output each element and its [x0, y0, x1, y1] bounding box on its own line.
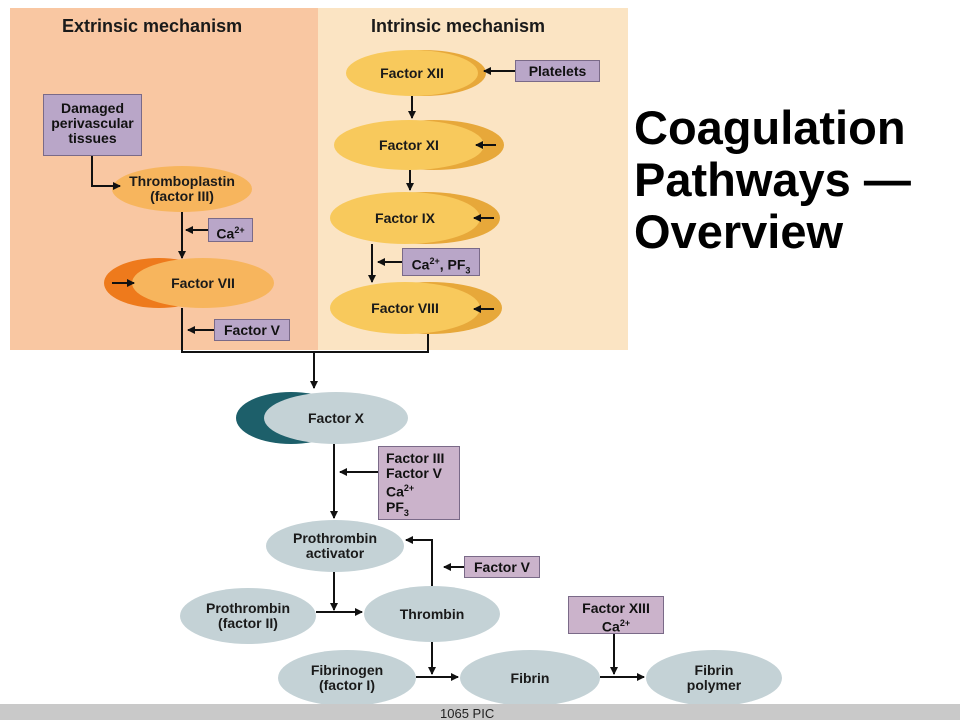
thrombin-oval: Thrombin [364, 586, 500, 642]
fibrinogen-line-1: Fibrinogen [310, 662, 384, 678]
cofactor-calcium: Ca [386, 483, 404, 500]
extrinsic-heading: Extrinsic mechanism [62, 16, 243, 36]
cofactor-ca: Ca [411, 256, 430, 273]
cofactor-ca-sup: 2+ [429, 256, 440, 266]
factor-xiii-label: Factor XIII [582, 600, 650, 616]
cofactor-pf-sub: 3 [465, 265, 471, 276]
title-line-2: Pathways — [634, 153, 911, 206]
factor-xii-oval: Factor XII [346, 50, 478, 96]
fibrin-polymer-line-2: polymer [686, 677, 742, 693]
prothrombin-line-1: Prothrombin [206, 600, 290, 616]
page-title: Coagulation Pathways — Overview [634, 102, 911, 258]
prothrombin-oval: Prothrombin (factor II) [180, 588, 316, 644]
damaged-line-1: Damaged [60, 100, 125, 116]
factor-v-box-extrinsic: Factor V [214, 319, 290, 341]
line-intrinsic-to-join [314, 334, 429, 353]
damaged-line-2: perivascular [51, 115, 134, 131]
platelets-box: Platelets [515, 60, 600, 82]
title-line-3: Overview [634, 205, 844, 258]
factor-viii-label: Factor VIII [371, 299, 439, 316]
factor-xiii-calcium-sup: 2+ [619, 618, 631, 628]
footer-label: 1065 PIC [440, 706, 495, 720]
calcium-box-extrinsic: Ca2+ [208, 218, 253, 242]
factor-x-label: Factor X [307, 409, 364, 426]
factor-vii-label: Factor VII [171, 274, 235, 291]
prothrombin-activator-line-2: activator [305, 545, 365, 561]
footer-bar [0, 704, 960, 720]
title-line-1: Coagulation [634, 101, 906, 154]
thromboplastin-oval: Thromboplastin (factor III) [112, 166, 252, 212]
thromboplastin-line-2: (factor III) [150, 188, 214, 204]
thrombin-label: Thrombin [399, 605, 465, 622]
factor-v-label-extrinsic: Factor V [223, 322, 280, 338]
line-extrinsic-to-join [181, 308, 314, 353]
intrinsic-heading: Intrinsic mechanism [371, 16, 546, 36]
factor-xiii-box: Factor XIII Ca2+ [568, 596, 664, 634]
factor-xiii-calcium: Ca [601, 618, 620, 635]
calcium-label: Ca [216, 225, 235, 242]
arrow-damaged-to-thromboplastin [91, 156, 121, 190]
fibrin-label: Fibrin [510, 669, 550, 686]
prothrombin-activator-oval: Prothrombin activator [266, 520, 404, 572]
factor-xii-label: Factor XII [380, 64, 444, 81]
cofactor-factor-iii: Factor III [386, 450, 445, 466]
cofactor-box-intrinsic: Ca2+, PF3 [402, 248, 480, 276]
prothrombin-line-2: (factor II) [218, 615, 278, 631]
damaged-tissues-box: Damaged perivascular tissues [43, 94, 142, 156]
factor-ix-oval: Factor IX [330, 192, 480, 244]
cofactor-factor-v: Factor V [386, 465, 443, 481]
fibrinogen-line-2: (factor I) [318, 677, 375, 693]
cofactor-pf: , PF [439, 256, 466, 273]
cofactor-calcium-sup: 2+ [403, 483, 415, 493]
cofactor-pf3: PF [386, 498, 404, 515]
factor-v-label-common: Factor V [473, 559, 530, 575]
factor-ix-label: Factor IX [375, 209, 435, 226]
prothrombin-activator-line-1: Prothrombin [293, 530, 377, 546]
common-cofactors-box: Factor III Factor V Ca2+ PF3 [378, 446, 460, 520]
factor-xi-label: Factor XI [379, 136, 439, 153]
factor-vii-oval: Factor VII [132, 258, 274, 308]
arrow-thrombin-feedback [405, 536, 433, 586]
calcium-sup: 2+ [234, 225, 245, 235]
fibrin-polymer-line-1: Fibrin [694, 662, 734, 678]
factor-x-oval: Factor X [264, 392, 408, 444]
factor-xi-oval: Factor XI [334, 120, 484, 170]
factor-v-box-common: Factor V [464, 556, 540, 578]
platelets-label: Platelets [528, 63, 587, 79]
fibrin-polymer-oval: Fibrin polymer [646, 650, 782, 706]
cofactor-pf3-sub: 3 [403, 507, 409, 518]
fibrinogen-oval: Fibrinogen (factor I) [278, 650, 416, 706]
fibrin-oval: Fibrin [460, 650, 600, 706]
damaged-line-3: tissues [68, 130, 117, 146]
thromboplastin-line-1: Thromboplastin [129, 173, 235, 189]
factor-viii-oval: Factor VIII [330, 282, 480, 334]
